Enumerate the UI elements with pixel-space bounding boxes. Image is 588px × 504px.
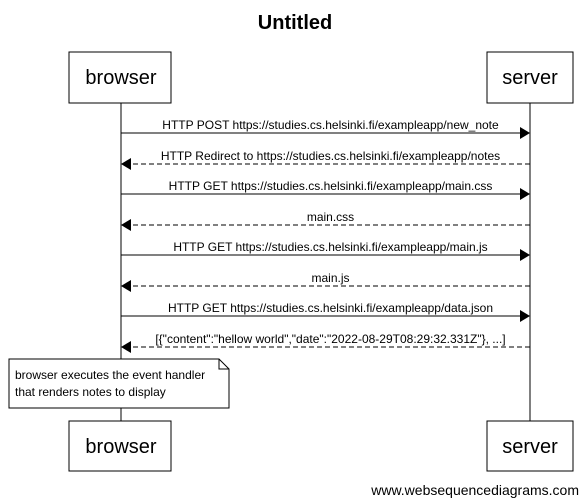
message-1-arrowhead	[520, 127, 530, 139]
message-3: HTTP GET https://studies.cs.helsinki.fi/…	[121, 179, 530, 200]
message-6: main.js	[121, 271, 530, 292]
actor-server-top: server	[486, 51, 574, 104]
message-8-arrowhead	[121, 341, 131, 353]
message-list: HTTP POST https://studies.cs.helsinki.fi…	[121, 118, 530, 353]
message-7-label: HTTP GET https://studies.cs.helsinki.fi/…	[168, 301, 493, 315]
message-5-label: HTTP GET https://studies.cs.helsinki.fi/…	[173, 240, 487, 254]
note-line-2: that renders notes to display	[15, 385, 166, 399]
actor-server-bottom: server	[486, 420, 574, 472]
message-4-arrowhead	[121, 219, 131, 231]
actor-browser-top-label: browser	[85, 67, 156, 89]
message-8-label: [{"content":"hellow world","date":"2022-…	[155, 332, 505, 346]
message-6-arrowhead	[121, 280, 131, 292]
message-6-label: main.js	[311, 271, 349, 285]
actor-browser-top: browser	[68, 51, 172, 104]
credit-link[interactable]: www.websequencediagrams.com	[370, 482, 579, 498]
actor-server-bottom-label: server	[502, 436, 558, 458]
message-7: HTTP GET https://studies.cs.helsinki.fi/…	[121, 301, 530, 322]
message-5-arrowhead	[520, 249, 530, 261]
message-4: main.css	[121, 210, 530, 231]
message-1: HTTP POST https://studies.cs.helsinki.fi…	[121, 118, 530, 139]
message-4-label: main.css	[307, 210, 354, 224]
message-1-label: HTTP POST https://studies.cs.helsinki.fi…	[162, 118, 499, 132]
message-5: HTTP GET https://studies.cs.helsinki.fi/…	[121, 240, 530, 261]
note: browser executes the event handler that …	[8, 358, 230, 409]
message-3-label: HTTP GET https://studies.cs.helsinki.fi/…	[169, 179, 493, 193]
message-3-arrowhead	[520, 188, 530, 200]
diagram-title: Untitled	[258, 12, 332, 34]
message-2-label: HTTP Redirect to https://studies.cs.hels…	[161, 149, 500, 163]
actor-browser-bottom-label: browser	[85, 436, 156, 458]
message-8: [{"content":"hellow world","date":"2022-…	[121, 332, 530, 353]
note-line-1: browser executes the event handler	[15, 368, 205, 382]
message-2: HTTP Redirect to https://studies.cs.hels…	[121, 149, 530, 170]
message-2-arrowhead	[121, 158, 131, 170]
actor-browser-bottom: browser	[68, 420, 172, 472]
message-7-arrowhead	[520, 310, 530, 322]
actor-server-top-label: server	[502, 67, 558, 89]
